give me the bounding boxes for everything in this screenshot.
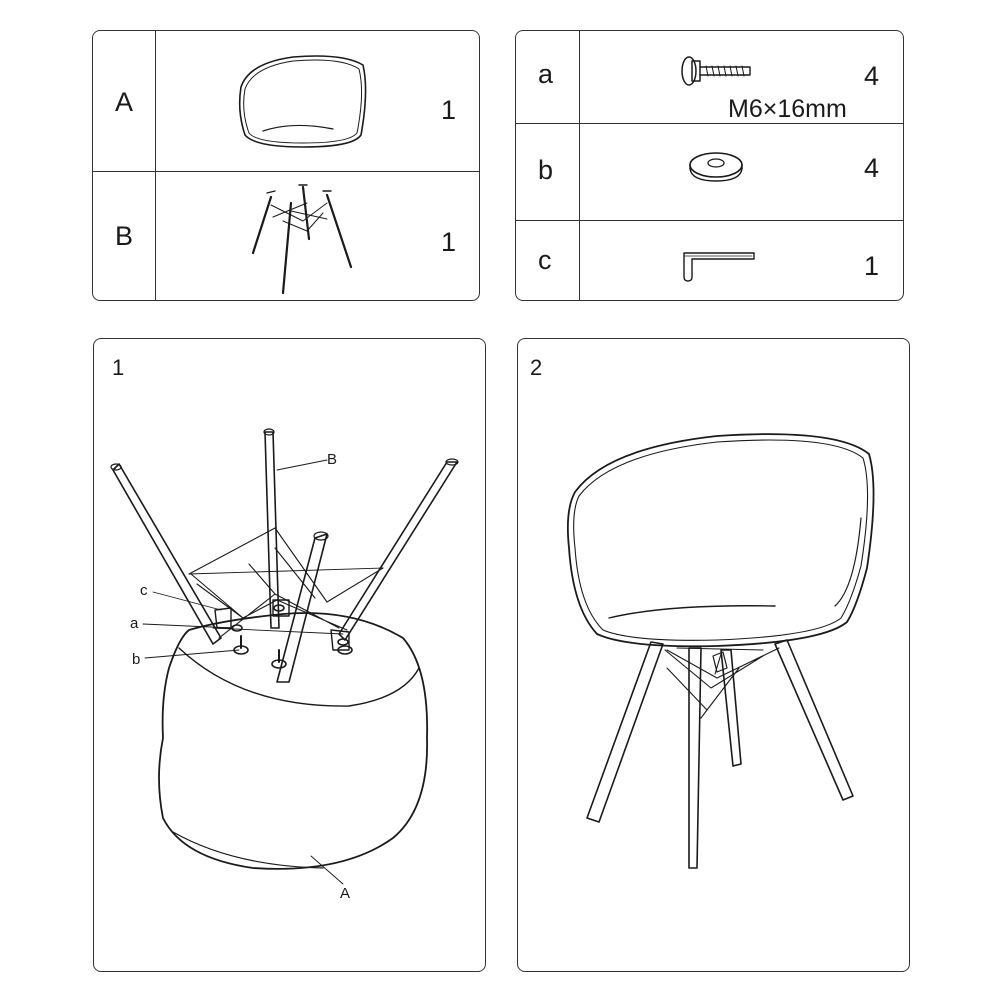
leg-back [720, 649, 742, 767]
shell-rim [178, 647, 420, 707]
callout-b: b [132, 651, 141, 668]
hex-key-icon [683, 252, 755, 282]
leg-front-left [112, 463, 222, 645]
leg-right [338, 461, 458, 641]
part-letter-b: b [538, 155, 554, 185]
step-number: 2 [530, 355, 543, 380]
leg-back [264, 431, 280, 629]
seat-line [608, 605, 776, 619]
step-2-assembled-chair [566, 433, 875, 869]
leg-front [276, 533, 328, 683]
callout-c: c [140, 582, 148, 599]
parts-table-hardware: a 4 M6×16mm b 4 c 1 [515, 30, 904, 301]
leg-front [688, 647, 702, 869]
part-letter-c: c [538, 245, 552, 275]
leader-b [144, 649, 240, 659]
leader-A [310, 855, 344, 885]
step-2-panel: 2 [517, 338, 910, 972]
parts-table-large: A 1 B 1 [92, 30, 480, 301]
part-qty-a: 4 [864, 61, 880, 91]
chair-base-icon [251, 184, 353, 295]
washer-icon [689, 152, 743, 182]
shell-outer [566, 433, 875, 648]
leg-front-left [586, 641, 664, 823]
shell-outline [158, 612, 429, 870]
bolt-icon [681, 56, 751, 86]
chair-shell-icon [238, 55, 367, 148]
callout-B: B [327, 451, 338, 468]
part-qty-c: 1 [864, 251, 880, 281]
callout-a: a [130, 615, 139, 632]
part-letter-a: a [538, 59, 554, 89]
part-letter-B: B [115, 221, 134, 251]
step-1-drawing [110, 428, 459, 885]
part-qty-A: 1 [441, 95, 457, 125]
part-letter-A: A [115, 87, 134, 117]
leader-c [152, 591, 222, 611]
callout-A: A [340, 885, 351, 902]
shell-inner [573, 439, 869, 641]
leg-right [774, 639, 854, 801]
bolt-spec: M6×16mm [728, 95, 847, 123]
part-qty-b: 4 [864, 153, 880, 183]
part-qty-B: 1 [441, 227, 457, 257]
leader-a [142, 623, 234, 629]
step-number: 1 [112, 355, 125, 380]
leader-B [276, 459, 328, 471]
